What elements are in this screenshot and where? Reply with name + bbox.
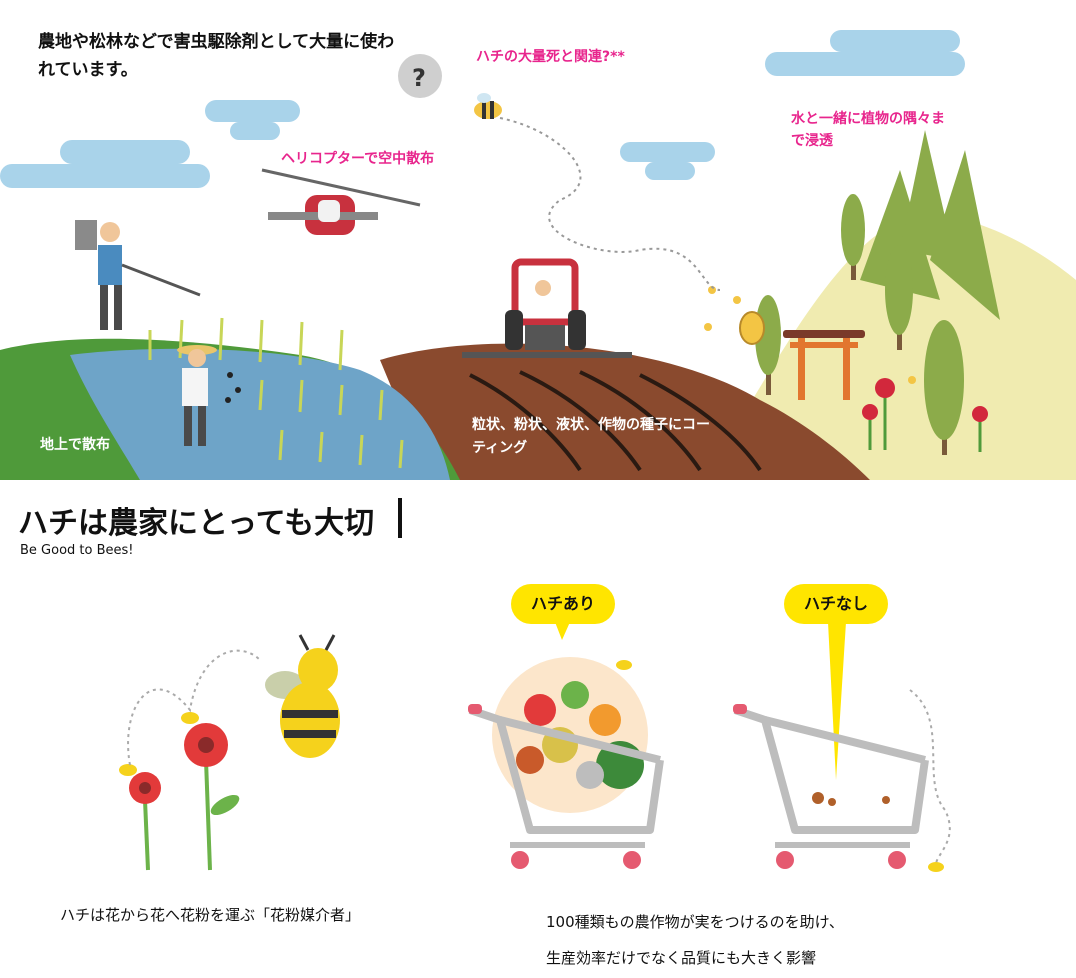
pollination-comparison-art: [119, 622, 951, 872]
without-bees-pointer: [828, 622, 846, 780]
beehive-icon: [739, 311, 765, 345]
heading-accent-bar: [398, 498, 402, 538]
rice-paddy: [70, 348, 450, 480]
seed-coating-label: 粒状、粉状、液状、作物の種子にコーティング: [472, 417, 710, 456]
cloud: [620, 142, 715, 162]
bee-icon: [474, 93, 502, 119]
cloud: [765, 52, 965, 76]
hill-flowers: [862, 378, 988, 452]
crops-caption-line2: 生産効率だけでなく品質にも大きく影響: [546, 949, 817, 967]
pollinator-caption: ハチは花から花へ花粉を運ぶ「花粉媒介者」: [60, 906, 361, 924]
cloud: [205, 100, 300, 122]
trees: [755, 194, 964, 455]
crops-caption-line1: 100種類もの農作物が実をつけるのを助け、: [546, 913, 844, 931]
furrows: [469, 370, 762, 472]
rice-plants: [148, 317, 404, 469]
cloud: [230, 122, 280, 140]
flower-icon: [129, 723, 240, 871]
helicopter-label: ヘリコプターで空中散布: [281, 151, 435, 167]
ground-spray-label: 地上で散布: [40, 437, 110, 453]
small-bee-icons: [119, 660, 944, 872]
cartoon-bee-icon: [265, 634, 340, 758]
section-heading: ハチは農家にとっても大切: [18, 506, 375, 541]
plowed-field: [380, 343, 870, 480]
farmer-sprayer: [75, 220, 201, 330]
usage-description: 農地や松林などで害虫駆除剤として大量に使われています。: [38, 32, 395, 80]
with-bees-badge: ハチあり: [511, 584, 615, 624]
empty-shopping-cart-icon: [733, 704, 929, 869]
systemic-label: 水と一緒に植物の隅々まで浸透: [791, 111, 945, 149]
empty-cart-bee-trail: [909, 689, 951, 866]
pesticide-usage-scene: ?: [0, 30, 1076, 480]
full-shopping-cart-icon: [468, 657, 664, 869]
crops-caption: 100種類もの農作物が実をつけるのを助け、 生産効率だけでなく品質にも大きく影響: [546, 904, 844, 976]
helicopter-icon: [261, 168, 421, 235]
bee-death-label: ハチの大量死と関連?**: [476, 49, 625, 65]
question-bubble: [398, 54, 442, 98]
bee-flight-trail: [127, 649, 261, 766]
mountain-trees: [860, 130, 1000, 320]
cloud: [645, 162, 695, 180]
clouds: [0, 30, 965, 188]
torii-gate: [783, 330, 865, 400]
section-subheading: Be Good to Bees!: [20, 543, 134, 558]
cloud: [830, 30, 960, 52]
tractor-icon: [462, 258, 632, 358]
question-mark: ?: [412, 64, 426, 92]
cloud: [60, 140, 190, 164]
bee-flight-path: [499, 117, 721, 291]
cloud: [0, 164, 210, 188]
with-bees-pointer: [555, 622, 570, 640]
without-bees-badge: ハチなし: [784, 584, 888, 624]
farmer-sowing: [177, 345, 241, 446]
